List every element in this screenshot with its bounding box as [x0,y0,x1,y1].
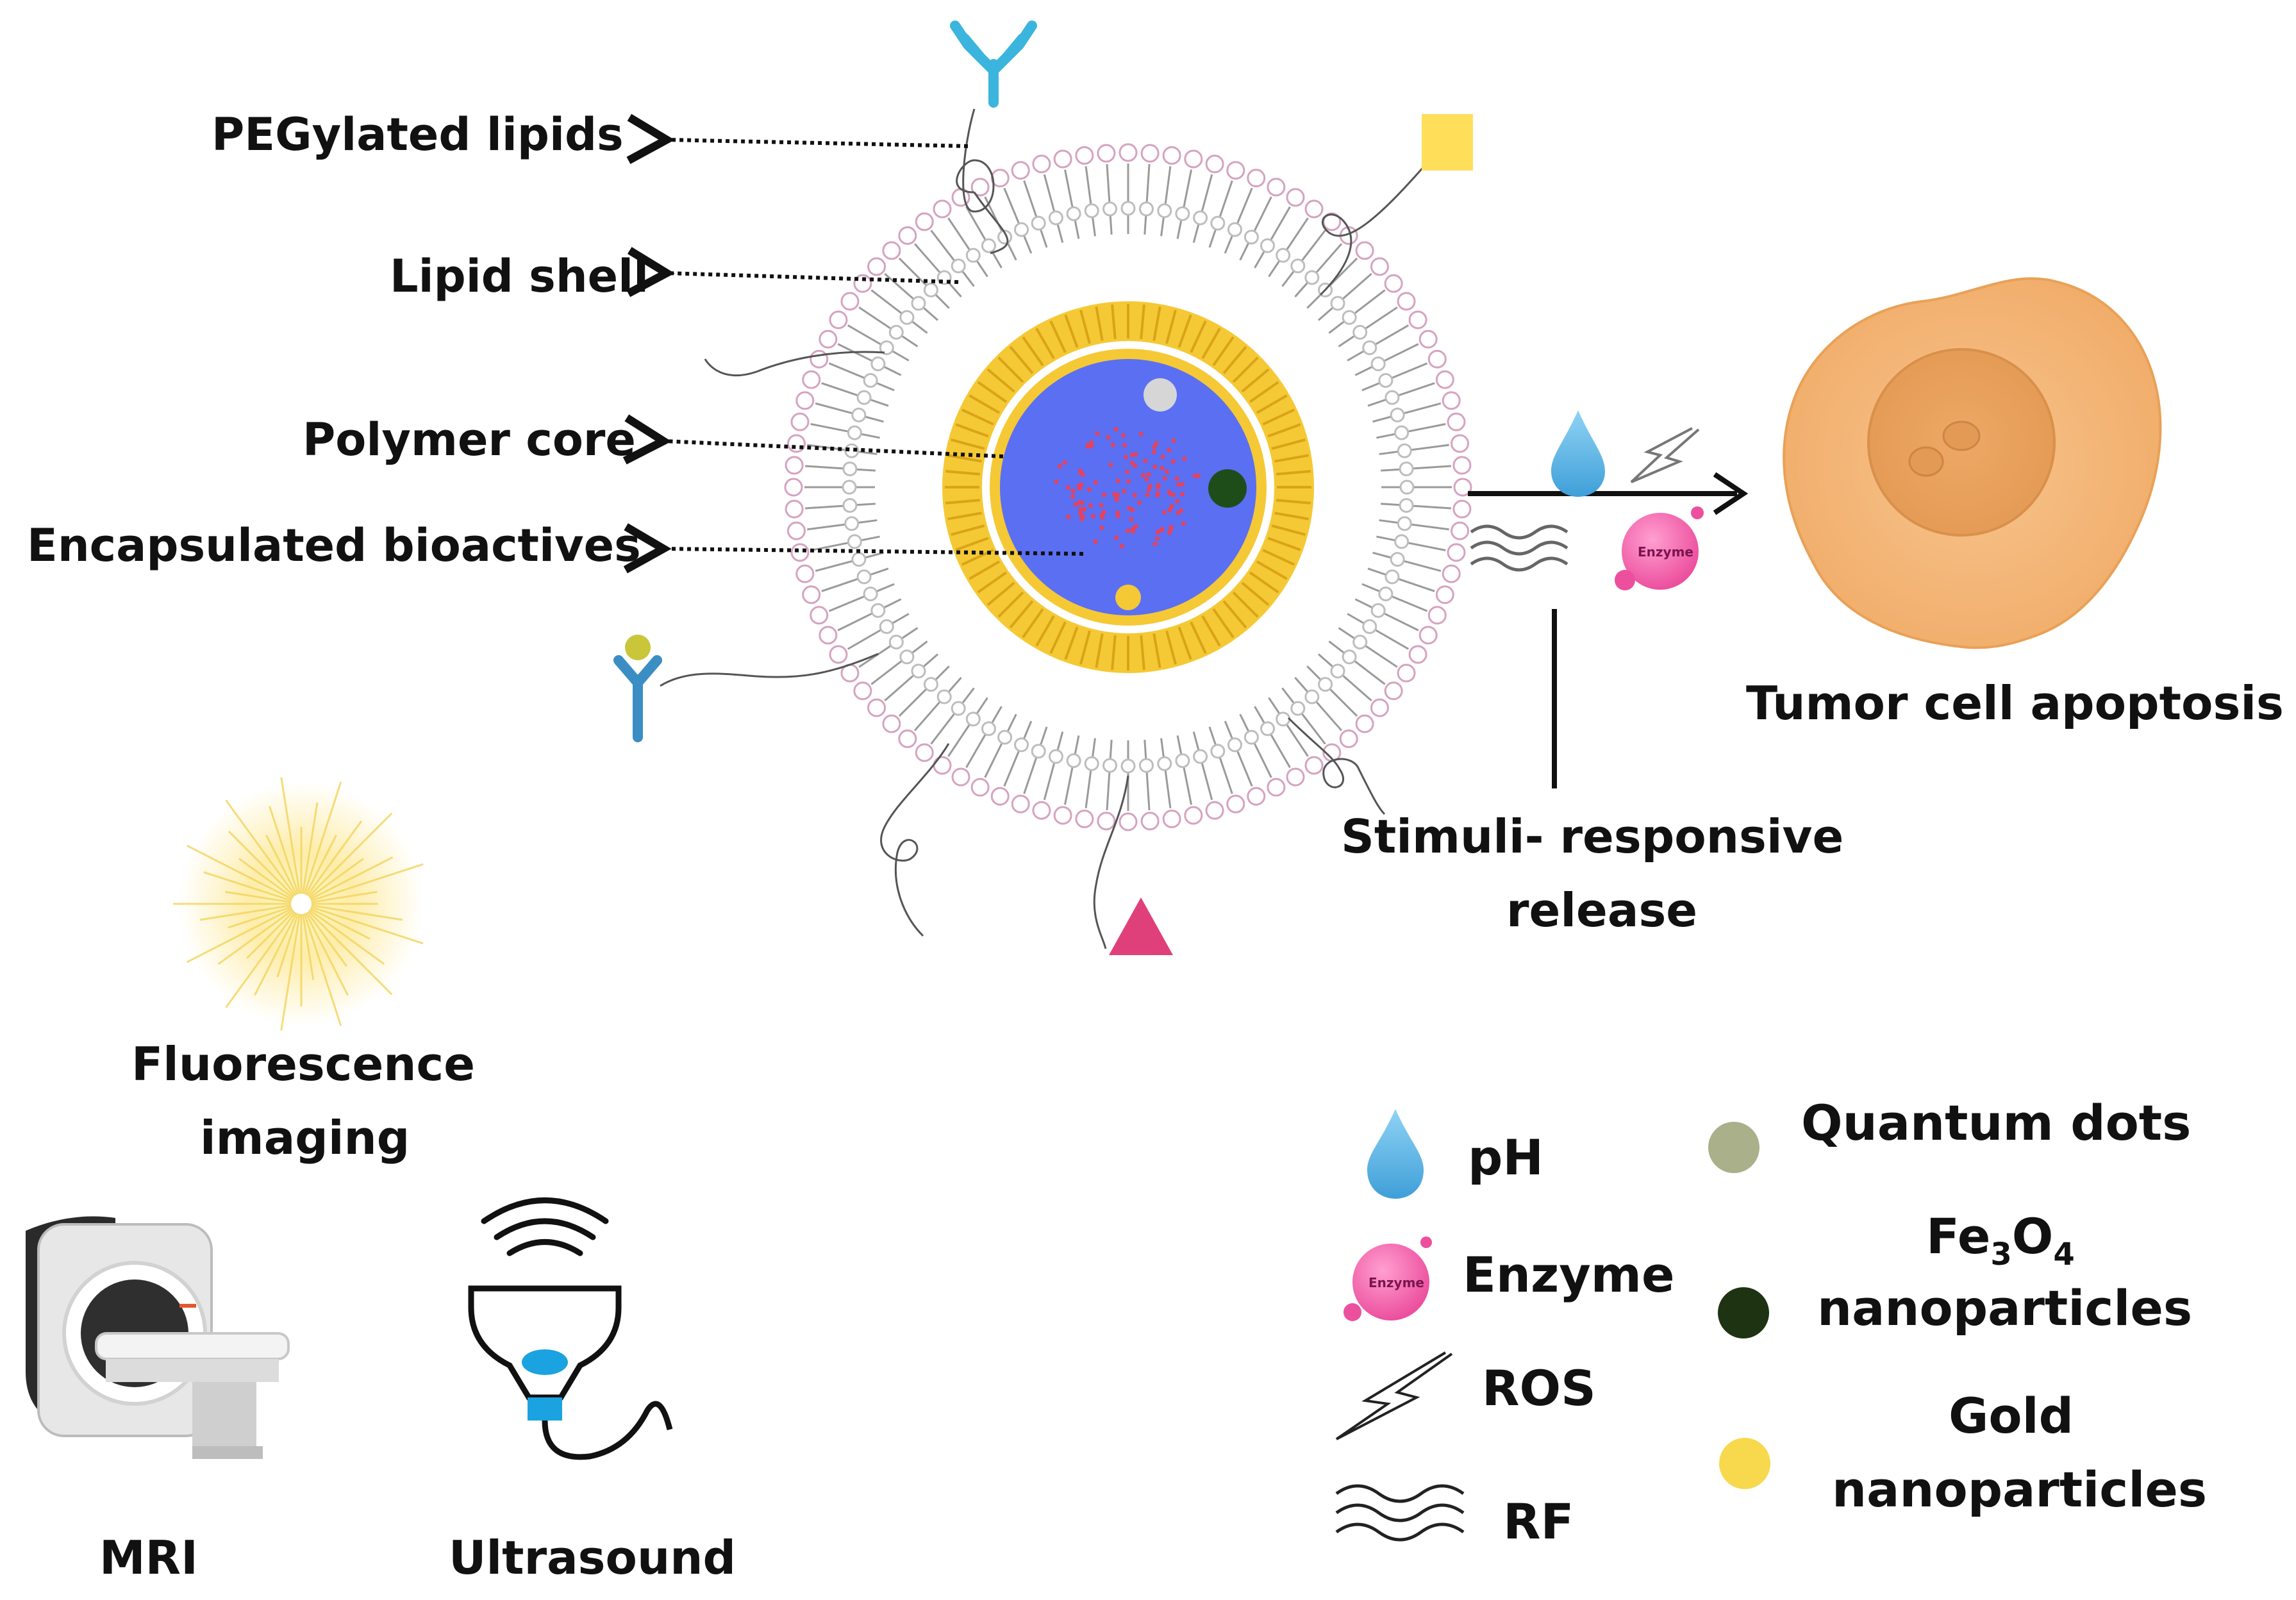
component-labels: PEGylated lipids Lipid shell Polymer cor… [27,108,1084,574]
legend-quantum-dots-label: Quantum dots [1801,1094,2191,1151]
rf-wave-icon [1470,524,1568,572]
square-ligand-icon [1422,114,1473,171]
polymer-core-shape [1000,359,1256,615]
arrow-lipid-shell [626,247,959,297]
mri-scanner-icon: MRI [26,1216,290,1585]
legend-gold-swatch [1719,1438,1770,1489]
fe3o4-particle [1208,469,1247,508]
fluorescence-core [291,894,312,914]
label-ultrasound: Ultrasound [449,1531,736,1585]
legend-ros-icon [1335,1351,1453,1440]
gold-particle [1115,585,1141,610]
nanoparticle [784,143,1472,831]
peg-tethers [660,108,1450,949]
label-polymer-core: Polymer core [303,413,636,466]
label-pegylated-lipids: PEGylated lipids [212,108,624,161]
antibody-top-icon [950,21,1037,108]
o-symbol: O [2012,1208,2054,1265]
legend-rf-label: RF [1503,1493,1574,1550]
label-encapsulated-bioactives: Encapsulated bioactives [27,519,641,572]
ph-drop-icon [1551,410,1605,497]
legend-gold-line1: Gold [1949,1387,2074,1444]
legend-rf-icon [1335,1484,1465,1542]
release-arrowhead [1713,472,1749,515]
nucleolus-1 [1908,446,1944,477]
legend-enzyme-icon: Enzyme [1343,1237,1432,1321]
label-fluorescence-line2: imaging [200,1111,410,1165]
arrow-bioactives [623,523,1084,574]
legend-gold-line2: nanoparticles [1832,1461,2207,1518]
arrow-polymer-core [622,414,1004,465]
ros-lightning-icon [1630,427,1700,483]
legend-fe3o4-line2: nanoparticles [1817,1279,2192,1337]
label-fluorescence-line1: Fluorescence [131,1037,475,1091]
enzyme-bubble-icon: Enzyme [1615,506,1704,590]
fe-symbol: Fe [1926,1208,1990,1265]
legend-enzyme-label: Enzyme [1463,1246,1675,1303]
sun-rays-icon [173,777,424,1031]
arrow-pegylated [626,113,969,164]
legend-enzyme-tag: Enzyme [1368,1275,1424,1290]
o-subscript: 4 [2053,1237,2074,1272]
legend-ros-label: ROS [1482,1360,1596,1417]
stimuli-release: Enzyme Stimuli- responsive release [1341,410,1843,937]
legend-fe3o4-swatch [1718,1287,1769,1338]
tumor-cell: Tumor cell apoptosis [1746,277,2284,730]
ultrasound-probe-icon: Ultrasound [449,1197,736,1585]
label-mri: MRI [99,1531,198,1585]
legend-ph-icon [1367,1109,1424,1199]
fe-subscript: 3 [1990,1237,2011,1272]
legend-fe3o4-formula: Fe3O4 [1926,1208,2075,1272]
quantum-dot-particle [1144,378,1177,412]
lipid-shell [784,143,1472,831]
triangle-ligand-icon [1109,897,1173,955]
label-stimuli-line2: release [1506,883,1697,937]
fluorescence-imaging: Fluorescence imaging [131,777,475,1165]
label-lipid-shell: Lipid shell [390,250,649,303]
label-stimuli-line1: Stimuli- responsive [1341,810,1843,863]
antibody-left-icon [613,635,662,742]
legend-quantum-dots-swatch [1708,1122,1759,1173]
legend-ph-label: pH [1468,1129,1543,1186]
label-tumor-cell-apoptosis: Tumor cell apoptosis [1746,676,2284,730]
encapsulated-bioactive-dots [1054,427,1201,549]
legend: pH Enzyme Enzyme ROS RF Quantum dots Fe3… [1335,1094,2207,1550]
enzyme-tag-label: Enzyme [1638,544,1693,560]
nucleolus-2 [1942,421,1981,451]
